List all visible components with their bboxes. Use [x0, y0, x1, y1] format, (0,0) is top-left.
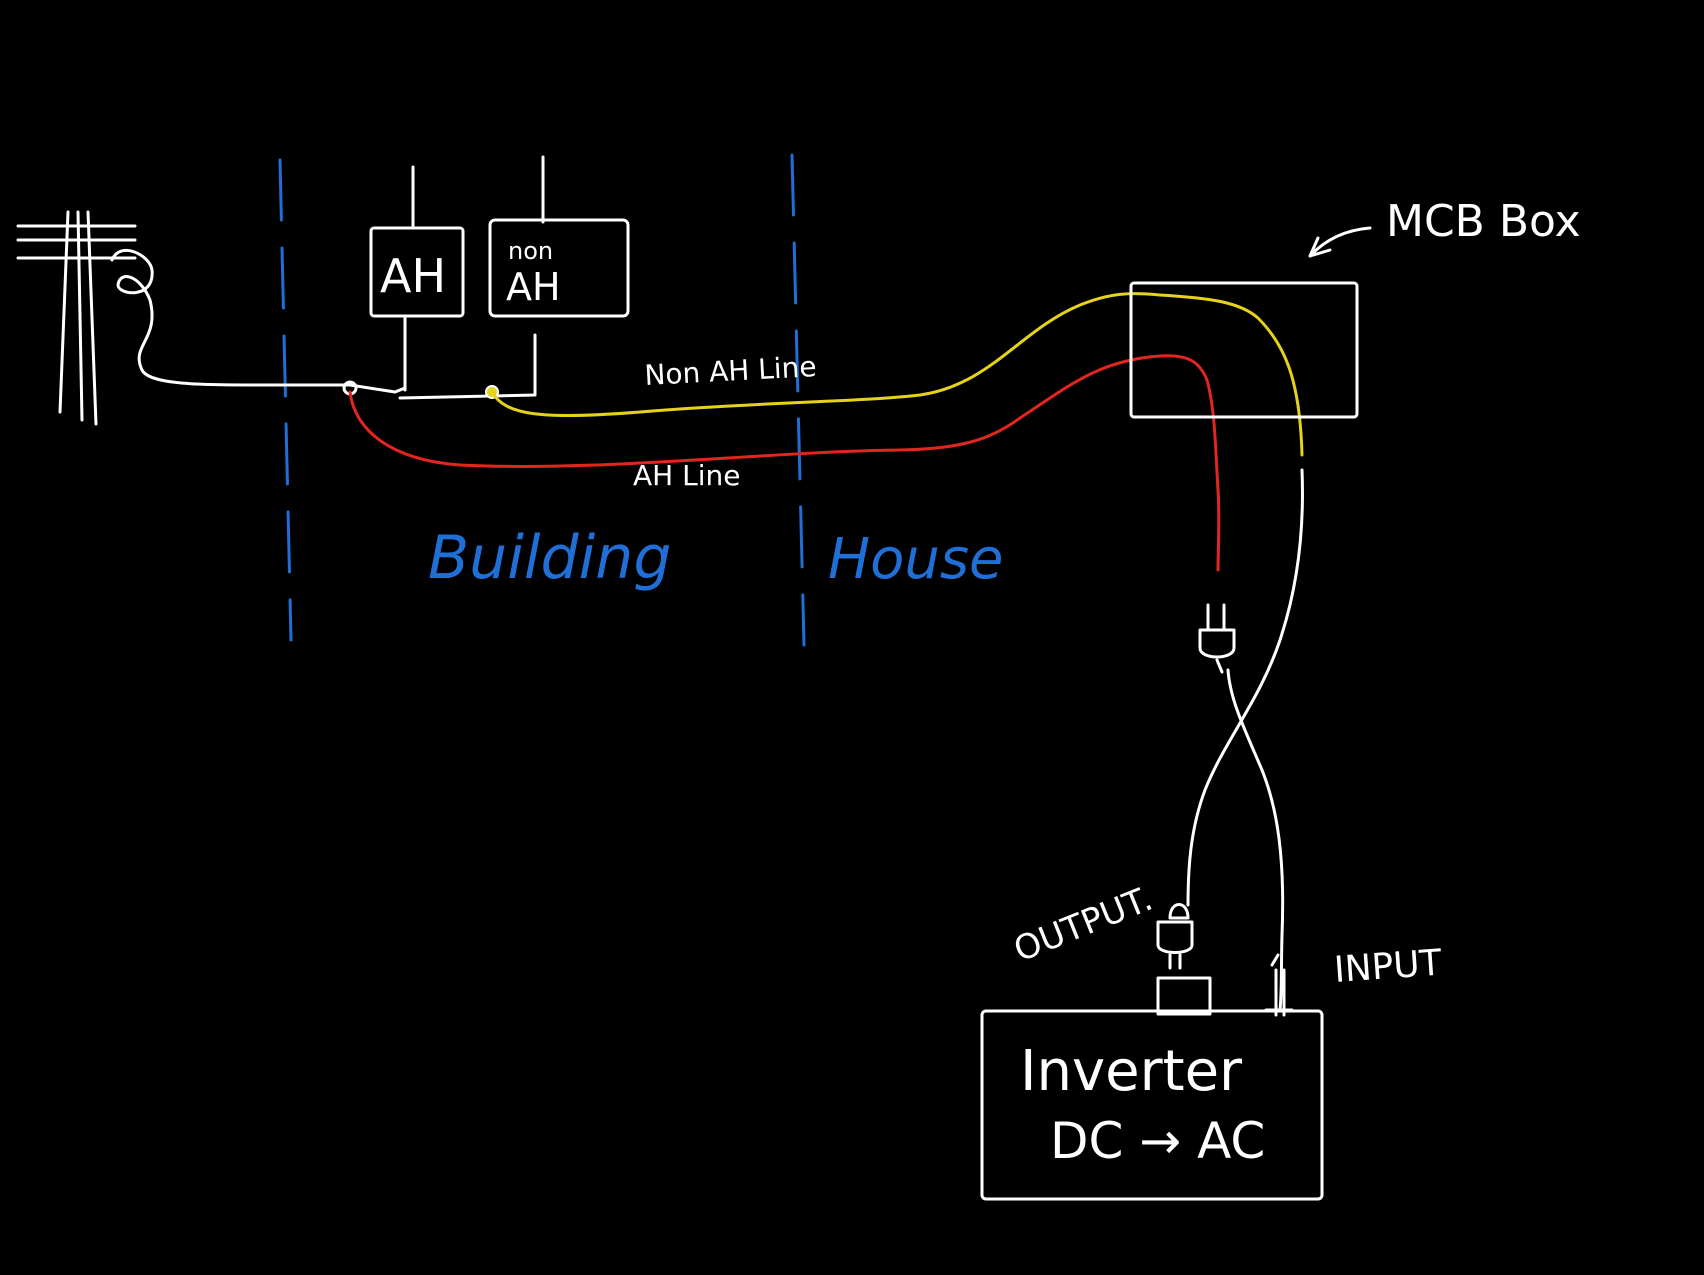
building-zone-divider-left: [278, 158, 293, 642]
mcb-box: [1129, 281, 1359, 419]
non-ah-meter-label-top: non: [508, 237, 553, 265]
building-house-divider: [790, 153, 806, 647]
inverter-box: Inverter DC → AC: [980, 1009, 1324, 1201]
yellow-to-input-cable: [1186, 468, 1304, 907]
non-ah-line-label: Non AH Line: [644, 350, 818, 392]
ah-meter-label: AH: [380, 249, 446, 303]
non-ah-meter: non AH: [398, 155, 630, 400]
inverter-title: Inverter: [1020, 1039, 1243, 1104]
incoming-feed-line: [268, 383, 407, 394]
ah-line-wire: [348, 354, 1221, 572]
output-label: OUTPUT.: [1008, 879, 1158, 971]
input-plug-icon: [1264, 953, 1294, 1017]
mcb-pointer-arrow: [1308, 226, 1372, 258]
output-plug-icon: [1156, 903, 1212, 1016]
ah-meter: AH: [369, 165, 465, 392]
non-ah-line-wire: [490, 292, 1304, 457]
input-label: INPUT: [1333, 943, 1444, 991]
building-zone-label: Building: [428, 523, 671, 593]
utility-pole-icon: [16, 210, 272, 426]
mcb-box-label: MCB Box: [1386, 196, 1581, 247]
plug-icon: [1198, 603, 1236, 674]
house-zone-label: House: [828, 527, 1004, 592]
inverter-subtitle: DC → AC: [1050, 1112, 1265, 1170]
ah-line-label: AH Line: [633, 459, 740, 492]
red-to-output-cable: [1226, 668, 1285, 1012]
non-ah-meter-label-bottom: AH: [506, 265, 561, 309]
